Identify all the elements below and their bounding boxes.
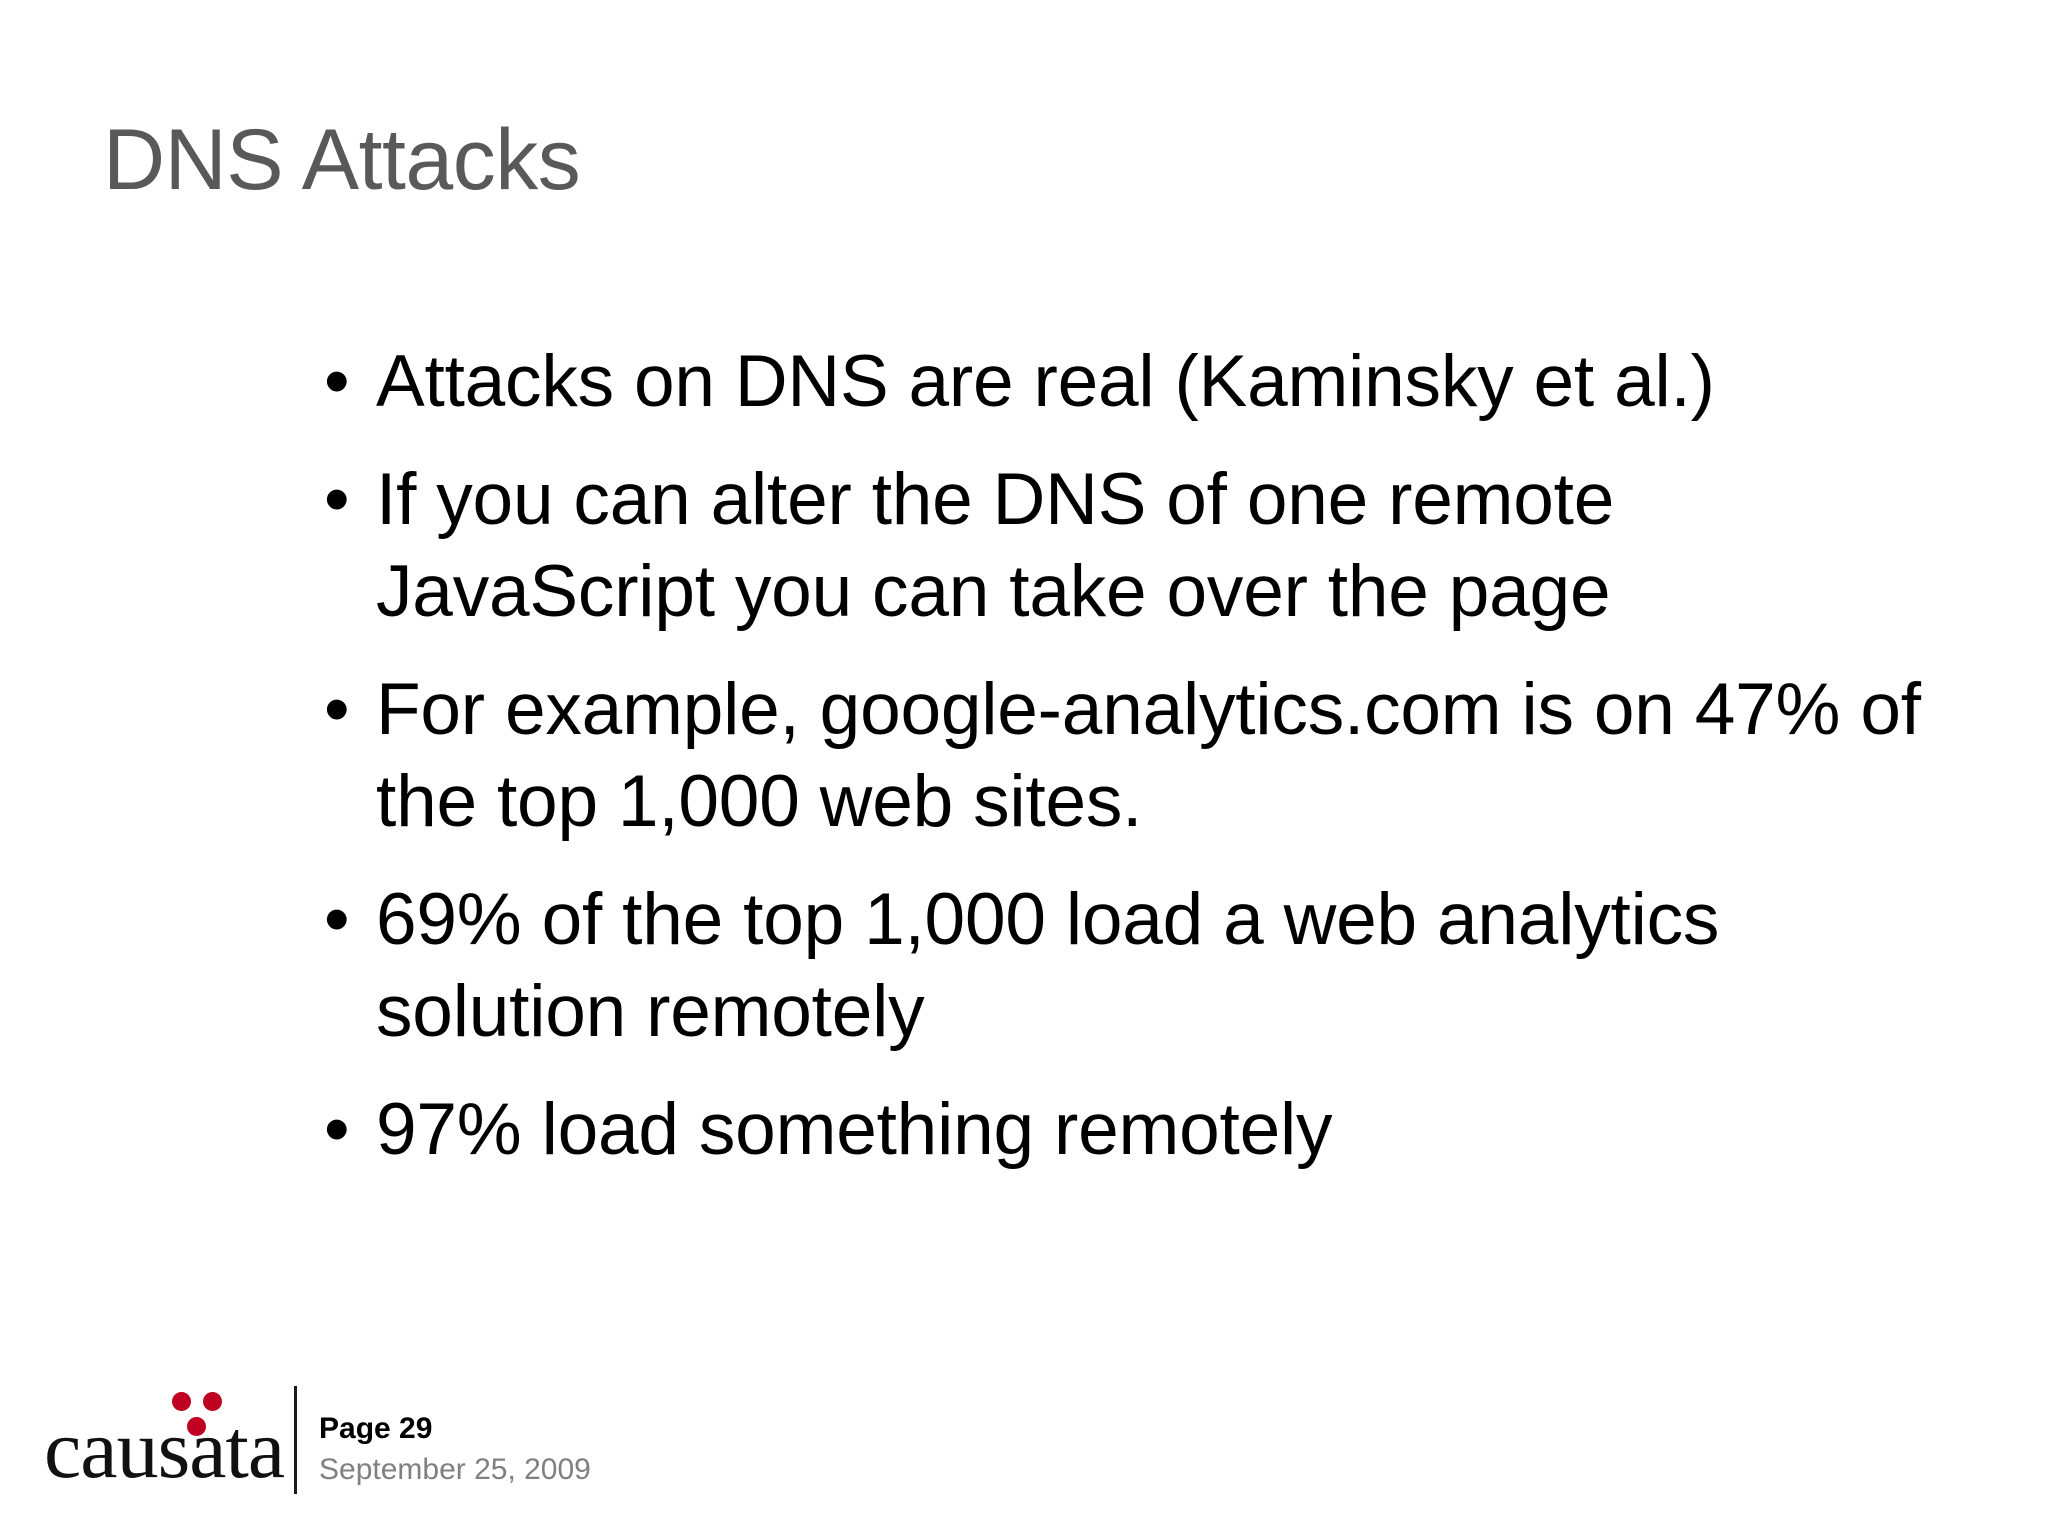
list-item: • 69% of the top 1,000 load a web analyt… <box>300 874 1960 1058</box>
list-item: • If you can alter the DNS of one remote… <box>300 454 1960 638</box>
logo-dot-right-icon <box>203 1392 222 1411</box>
page-number-label: Page 29 <box>319 1412 433 1445</box>
logo-dot-left-icon <box>172 1392 191 1411</box>
list-item: • 97% load something remotely <box>300 1084 1960 1176</box>
list-item-text: For example, google-analytics.com is on … <box>376 668 1921 842</box>
logo-dots-icon <box>172 1392 226 1436</box>
list-item-text: Attacks on DNS are real (Kaminsky et al.… <box>376 341 1715 422</box>
footer-divider <box>294 1386 297 1494</box>
date-label: September 25, 2009 <box>319 1452 591 1486</box>
page-title: DNS Attacks <box>103 111 581 208</box>
footer-meta: Page 29 September 25, 2009 <box>319 1409 591 1496</box>
list-item-text: 69% of the top 1,000 load a web analytic… <box>376 878 1720 1052</box>
logo-wordmark-text: causata <box>44 1403 285 1496</box>
slide-footer: causata Page 29 September 25, 2009 <box>44 1386 591 1496</box>
bullet-list: • Attacks on DNS are real (Kaminsky et a… <box>300 336 1960 1176</box>
bullet-point-icon: • <box>324 1088 350 1170</box>
bullet-point-icon: • <box>324 878 350 960</box>
list-item: • For example, google-analytics.com is o… <box>300 664 1960 848</box>
bullet-point-icon: • <box>324 668 350 750</box>
list-item-text: 97% load something remotely <box>376 1088 1333 1170</box>
causata-logo: causata <box>44 1392 285 1496</box>
list-item: • Attacks on DNS are real (Kaminsky et a… <box>300 336 1960 428</box>
bullet-point-icon: • <box>324 458 350 540</box>
logo-dot-bottom-icon <box>187 1417 206 1436</box>
list-item-text: If you can alter the DNS of one remote J… <box>376 458 1615 632</box>
bullet-point-icon: • <box>324 341 350 422</box>
